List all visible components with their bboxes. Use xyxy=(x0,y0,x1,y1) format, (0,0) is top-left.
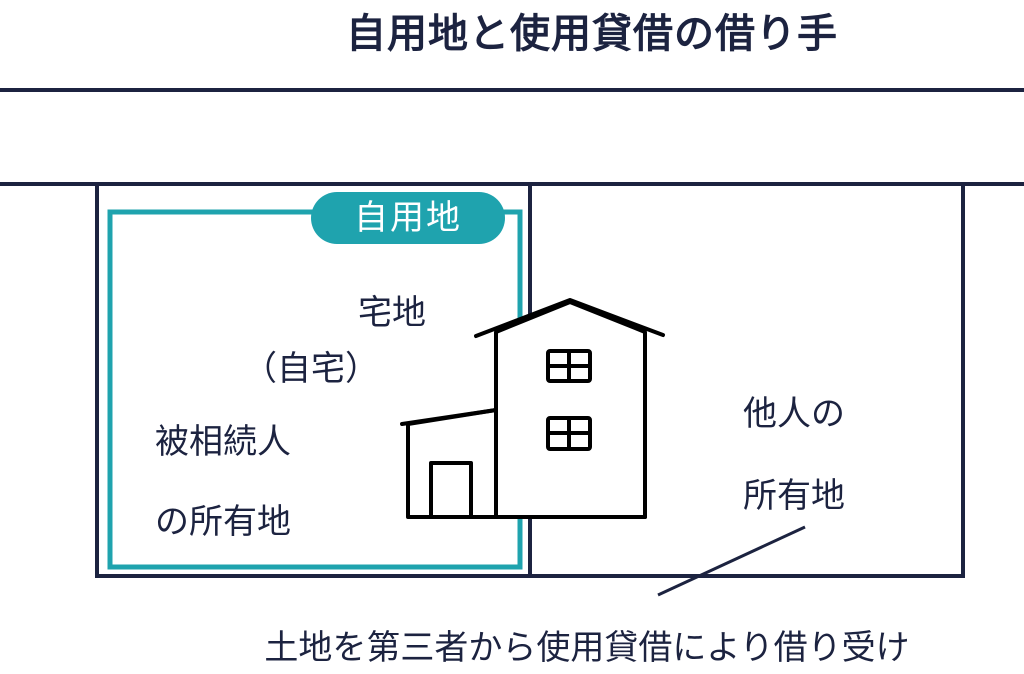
window-icon-upper xyxy=(546,349,592,383)
window-icon-lower xyxy=(546,416,592,451)
owner-label-line1: 被相続人 xyxy=(155,422,291,462)
leader-caption: 土地を第三者から使用貸借により借り受け xyxy=(264,628,910,668)
leader-line xyxy=(657,525,806,597)
diagram-title: 自用地と使用貸借の借り手 xyxy=(346,11,838,57)
door-icon xyxy=(429,461,473,519)
other-owner-label-line1: 他人の xyxy=(743,394,845,434)
self-use-land-badge: 自用地 xyxy=(311,192,505,244)
owner-label-line2: の所有地 xyxy=(155,502,291,542)
land-use-label: （自宅） xyxy=(243,349,379,389)
house-icon xyxy=(400,298,665,519)
other-owner-label-line2: 所有地 xyxy=(743,476,845,516)
land-type-label: 宅地 xyxy=(358,293,426,333)
